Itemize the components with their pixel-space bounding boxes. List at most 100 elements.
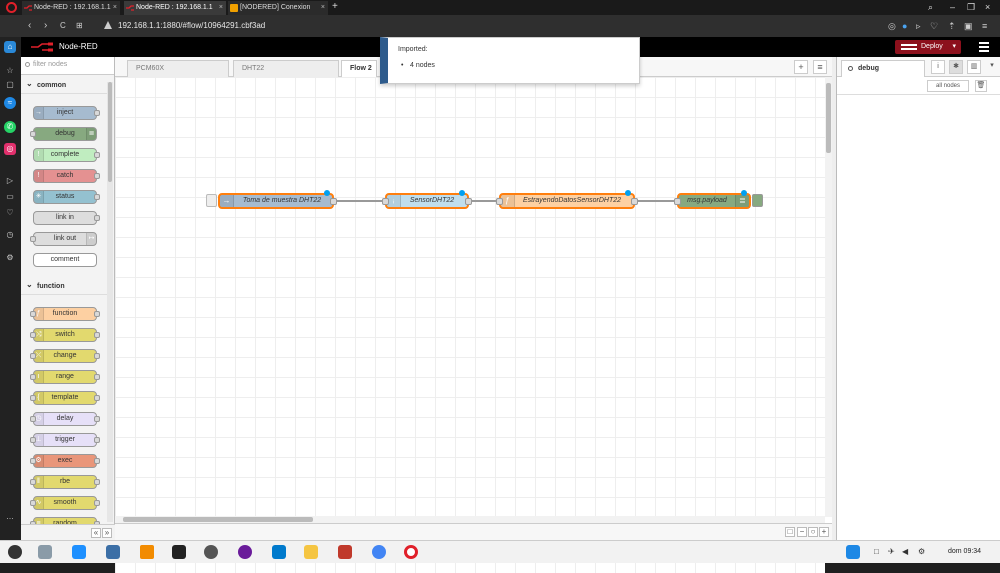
share-icon[interactable]: ⇡ xyxy=(948,21,956,31)
palette-node-change[interactable]: ⤫ change xyxy=(30,349,100,363)
palette-node-link-in[interactable]: link in xyxy=(33,211,100,225)
input-port[interactable] xyxy=(382,198,389,205)
vscode-icon[interactable] xyxy=(272,545,286,559)
tab-dht22[interactable]: DHT22 xyxy=(233,60,339,77)
flow-node-sensor[interactable]: ᵢ SensorDHT22 xyxy=(382,190,472,209)
send-icon[interactable]: ▷ xyxy=(6,176,14,185)
vpn-icon[interactable]: ● xyxy=(902,21,908,31)
clock-icon[interactable]: ◷ xyxy=(6,230,14,239)
vlc-icon[interactable] xyxy=(140,545,154,559)
trash-icon[interactable]: 🗑 xyxy=(975,80,987,92)
flow-canvas[interactable]: → Toma de muestra DHT22 ᵢ SensorDHT22 ƒ … xyxy=(115,77,825,573)
output-port[interactable] xyxy=(330,198,337,205)
palette-node-complete[interactable]: ! complete xyxy=(33,148,100,162)
palette-node-exec[interactable]: ⚙ exec xyxy=(30,454,100,468)
minimize-button[interactable]: – xyxy=(950,2,956,12)
tab-flow-2[interactable]: Flow 2 xyxy=(341,60,377,78)
sidebar-more-button[interactable]: ▾ xyxy=(990,62,994,69)
display-icon[interactable]: □ xyxy=(874,547,879,556)
virtualbox-icon[interactable] xyxy=(106,545,120,559)
not-secure-icon[interactable] xyxy=(104,21,112,29)
output-port[interactable] xyxy=(465,198,472,205)
debug-toggle-button[interactable] xyxy=(752,194,763,207)
whatsapp-icon[interactable]: ✆ xyxy=(4,121,16,133)
new-tab-button[interactable]: + xyxy=(332,1,338,12)
instagram-icon[interactable]: ◎ xyxy=(4,143,16,155)
palette-node-trigger[interactable]: ⊥ trigger xyxy=(30,433,100,447)
palette-scroll-thumb[interactable] xyxy=(108,82,112,182)
home-icon[interactable]: ⌂ xyxy=(4,41,16,53)
clock[interactable]: dom 09:34 xyxy=(948,548,982,555)
tab-close-icon[interactable]: × xyxy=(218,4,223,11)
palette-node-template[interactable]: { template xyxy=(30,391,100,405)
restore-button[interactable]: ❐ xyxy=(967,2,976,12)
filezilla-icon[interactable] xyxy=(338,545,352,559)
palette-scrollbar[interactable] xyxy=(107,82,113,522)
debug-tab-button[interactable]: ✱ xyxy=(949,60,963,74)
workspace-horizontal-scrollbar[interactable] xyxy=(115,516,825,523)
media-player-icon[interactable] xyxy=(238,545,252,559)
tab-search-icon[interactable]: ⌕ xyxy=(928,2,934,12)
more-icon[interactable]: … xyxy=(6,512,14,521)
zoom-out-button[interactable]: − xyxy=(797,527,807,537)
browser-tab-1[interactable]: Node-RED : 192.168.1.1 × xyxy=(22,1,120,15)
palette-node-link-out[interactable]: link out ↦ xyxy=(30,232,97,246)
debug-filter-button[interactable]: all nodes xyxy=(927,80,969,92)
wire[interactable] xyxy=(469,200,499,202)
tab-close-icon[interactable]: × xyxy=(112,4,117,11)
browser-tab-3[interactable]: [NODERED] Conexion × xyxy=(228,1,328,15)
deploy-menu-caret-icon[interactable]: ▾ xyxy=(952,43,956,50)
input-port[interactable] xyxy=(674,198,681,205)
navigator-button[interactable]: □ xyxy=(785,527,795,537)
expand-all-button[interactable]: » xyxy=(102,528,112,538)
main-menu-icon[interactable] xyxy=(979,42,989,52)
collapse-all-button[interactable]: « xyxy=(91,528,101,538)
camera-icon[interactable]: ◎ xyxy=(888,21,896,31)
messenger-icon[interactable]: ≈ xyxy=(4,97,16,109)
flow-node-function[interactable]: ƒ EstrayendoDatosSensorDHT22 xyxy=(496,190,638,209)
workspace-vertical-scrollbar[interactable] xyxy=(825,77,832,517)
dashboard-tab-button[interactable]: ▥ xyxy=(967,60,981,74)
reload-button[interactable]: C xyxy=(60,21,66,30)
mail-icon[interactable] xyxy=(304,545,318,559)
flow-node-inject[interactable]: → Toma de muestra DHT22 xyxy=(218,190,337,209)
sidebar-tab-debug[interactable]: debug xyxy=(841,60,925,77)
deploy-button[interactable]: Deploy ▾ xyxy=(895,40,961,54)
airplane-icon[interactable]: ✈ xyxy=(888,547,895,556)
palette-category-function[interactable]: function xyxy=(21,277,107,295)
palette-category-common[interactable]: common xyxy=(21,76,107,94)
menu-icon[interactable]: ≡ xyxy=(982,21,988,31)
forward-button[interactable]: › xyxy=(44,20,48,31)
tracker-icon[interactable]: ▹ xyxy=(916,21,921,31)
tab-pcm60x[interactable]: PCM60X xyxy=(127,60,229,77)
palette-node-smooth[interactable]: ∿ smooth xyxy=(30,496,100,510)
files-icon[interactable] xyxy=(38,545,52,559)
palette-node-function[interactable]: ƒ function xyxy=(30,307,100,321)
opera-taskbar-icon[interactable] xyxy=(404,545,418,559)
palette-node-switch[interactable]: ⤨ switch xyxy=(30,328,100,342)
flow-node-debug[interactable]: msg.payload ≣ xyxy=(674,190,751,209)
star-icon[interactable]: ☆ xyxy=(6,66,14,75)
zoom-in-button[interactable]: + xyxy=(819,527,829,537)
info-tab-button[interactable]: i xyxy=(931,60,945,74)
list-flows-button[interactable]: ≡ xyxy=(813,60,827,74)
opera-logo-icon[interactable] xyxy=(6,2,17,13)
sidebar-separator[interactable] xyxy=(832,57,836,540)
speed-dial-icon[interactable]: ⊞ xyxy=(76,21,83,30)
settings-icon[interactable]: ⚙ xyxy=(6,253,14,262)
download-icon[interactable]: ▢ xyxy=(6,80,14,89)
palette-node-debug[interactable]: debug ≣ xyxy=(30,127,97,141)
wallet-icon[interactable]: ▣ xyxy=(964,21,973,31)
close-window-button[interactable]: × xyxy=(985,2,991,12)
workspace-hscroll-thumb[interactable] xyxy=(123,517,313,522)
browser-tab-2[interactable]: Node-RED : 192.168.1.1 × xyxy=(124,1,226,15)
zorin-menu-icon[interactable] xyxy=(8,545,22,559)
software-store-icon[interactable] xyxy=(72,545,86,559)
palette-node-range[interactable]: ı range xyxy=(30,370,100,384)
wire[interactable] xyxy=(333,200,385,202)
history-icon[interactable]: ▭ xyxy=(6,192,14,201)
output-port[interactable] xyxy=(631,198,638,205)
palette-node-delay[interactable]: ◷ delay xyxy=(30,412,100,426)
palette-node-comment[interactable]: comment xyxy=(33,253,97,267)
add-flow-button[interactable]: + xyxy=(794,60,808,74)
